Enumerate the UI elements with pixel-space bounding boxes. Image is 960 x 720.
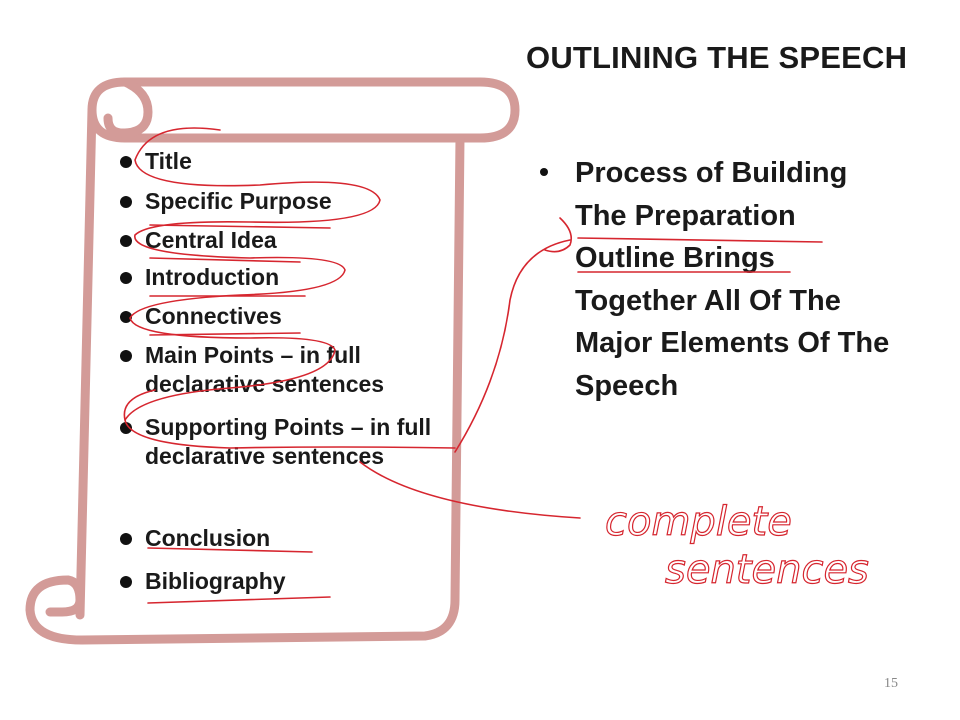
bullet-icon	[120, 272, 132, 284]
checklist-item: Main Points – in full declarative senten…	[120, 341, 440, 399]
main-bullet-text: Process of Building The Preparation Outl…	[575, 157, 890, 402]
bullet-icon	[540, 168, 548, 176]
bullet-icon	[120, 156, 132, 168]
bullet-icon	[120, 235, 132, 247]
checklist-item: Title	[120, 147, 440, 176]
bullet-icon	[120, 311, 132, 323]
checklist-item: Specific Purpose	[120, 187, 440, 216]
slide-title: OUTLINING THE SPEECH	[526, 40, 908, 75]
bullet-icon	[120, 576, 132, 588]
bullet-icon	[120, 422, 132, 434]
checklist-item: Conclusion	[120, 524, 440, 553]
bullet-icon	[120, 350, 132, 362]
checklist-item: Connectives	[120, 302, 440, 331]
bullet-icon	[120, 196, 132, 208]
page-number: 15	[884, 676, 898, 691]
main-bullet: Process of Building The Preparation Outl…	[540, 152, 900, 407]
checklist-item: Bibliography	[120, 567, 440, 596]
checklist-item: Introduction	[120, 263, 440, 292]
checklist-item: Central Idea	[120, 226, 440, 255]
checklist-item: Supporting Points – in full declarative …	[120, 413, 440, 471]
bullet-icon	[120, 533, 132, 545]
